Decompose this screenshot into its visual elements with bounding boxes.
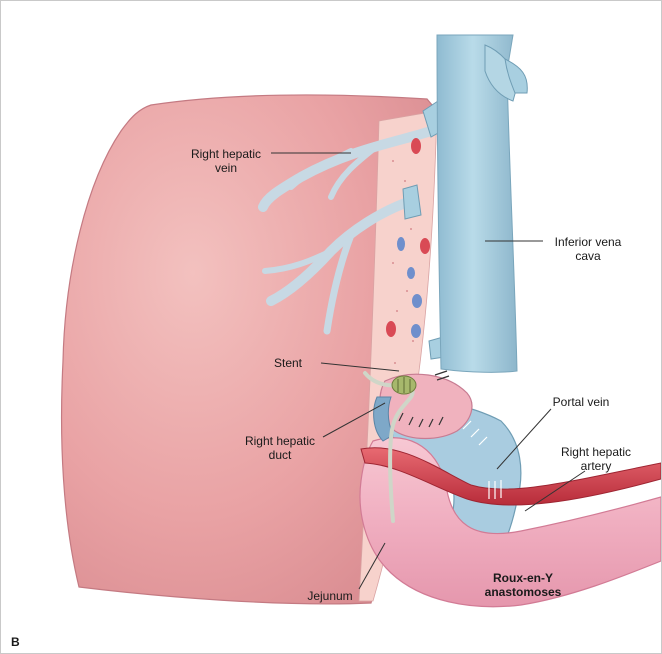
label-roux-line1: Roux-en-Y: [473, 571, 573, 585]
label-inferior-vena-cava: Inferior vena cava: [543, 235, 633, 263]
label-artery-line1: Right hepatic: [551, 445, 641, 459]
label-stent: Stent: [257, 356, 319, 370]
label-jejunum-text: Jejunum: [295, 589, 365, 603]
label-right-hepatic-vein-line1: Right hepatic: [181, 147, 271, 161]
label-right-hepatic-artery: Right hepatic artery: [551, 445, 641, 473]
label-ivc-line1: Inferior vena: [543, 235, 633, 249]
label-roux-en-y: Roux-en-Y anastomoses: [473, 571, 573, 599]
label-artery-line2: artery: [551, 459, 641, 473]
label-right-hepatic-vein-line2: vein: [181, 161, 271, 175]
label-roux-line2: anastomoses: [473, 585, 573, 599]
panel-letter: B: [11, 635, 20, 649]
label-jejunum: Jejunum: [295, 589, 365, 603]
label-duct-line1: Right hepatic: [237, 434, 323, 448]
label-portal-vein-text: Portal vein: [541, 395, 621, 409]
label-portal-vein: Portal vein: [541, 395, 621, 409]
label-right-hepatic-vein: Right hepatic vein: [181, 147, 271, 175]
label-stent-text: Stent: [257, 356, 319, 370]
label-right-hepatic-duct: Right hepatic duct: [237, 434, 323, 462]
label-ivc-line2: cava: [543, 249, 633, 263]
label-duct-line2: duct: [237, 448, 323, 462]
